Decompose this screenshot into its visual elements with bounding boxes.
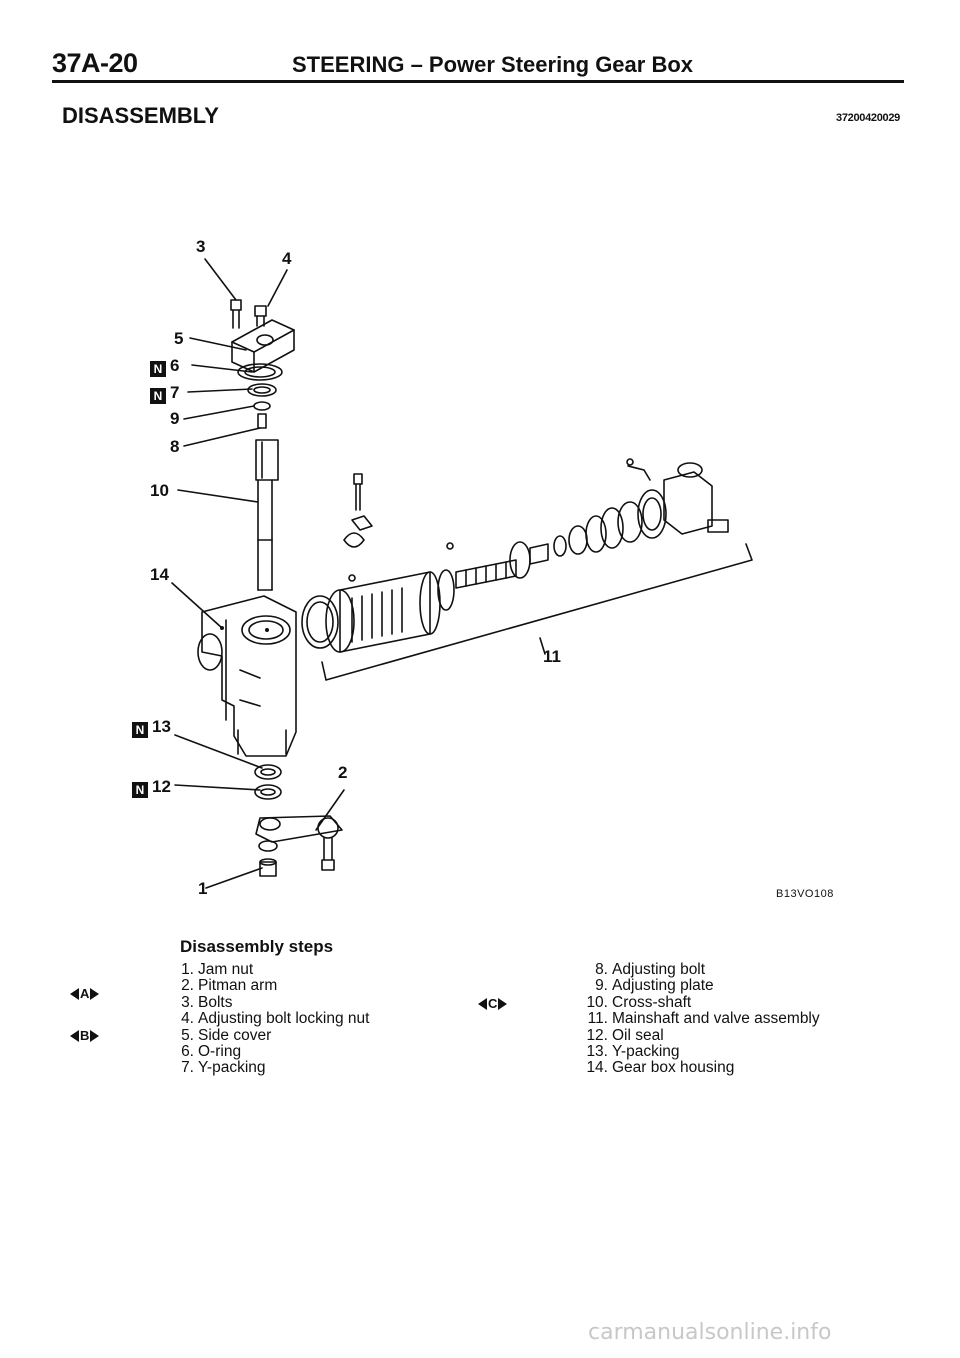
page-number: 37A-20 — [52, 48, 138, 78]
arrow-right-icon — [90, 987, 100, 1000]
list-item: 4.Adjusting bolt locking nut — [172, 1010, 370, 1028]
step-number: 9. — [595, 977, 608, 995]
step-text: Bolts — [198, 993, 233, 1011]
callout-7-number: 7 — [170, 383, 180, 402]
list-item: 3.Bolts — [172, 993, 369, 1011]
step-text: Mainshaft and valve assembly — [612, 1010, 820, 1028]
arrow-right-icon — [498, 997, 508, 1010]
callout-3: 3 — [196, 237, 206, 256]
step-number: 13. — [586, 1043, 608, 1061]
callout-9: 9 — [170, 409, 180, 428]
step-text: Y-packing — [612, 1043, 680, 1061]
arrow-left-icon — [70, 987, 79, 1000]
step-number: 4. — [181, 1010, 194, 1028]
list-item: 10.Cross-shaft — [586, 993, 820, 1011]
step-number: 2. — [181, 977, 194, 995]
header-rule — [52, 80, 904, 83]
list-item: 9.Adjusting plate — [586, 977, 820, 995]
list-item: 11.Mainshaft and valve assembly — [586, 1010, 820, 1028]
callout-13-number: 13 — [152, 717, 171, 736]
new-part-icon: N — [132, 722, 148, 738]
service-point-marker-b: B — [70, 1028, 100, 1043]
step-number: 8. — [595, 961, 608, 978]
page-header-title: STEERING – Power Steering Gear Box — [292, 52, 694, 77]
section-title: DISASSEMBLY — [62, 103, 219, 128]
step-text: Adjusting bolt — [612, 961, 706, 978]
step-text: Pitman arm — [198, 977, 278, 995]
new-part-icon: N — [150, 388, 166, 404]
step-text: O-ring — [198, 1043, 242, 1061]
list-item: 8.Adjusting bolt — [586, 961, 820, 978]
step-text: Y-packing — [198, 1059, 266, 1077]
arrow-left-icon — [478, 997, 487, 1010]
step-text: Gear box housing — [612, 1059, 735, 1077]
arrow-left-icon — [70, 1029, 79, 1042]
list-item: 14.Gear box housing — [586, 1059, 820, 1077]
step-number: 7. — [181, 1059, 194, 1077]
callout-10: 10 — [150, 481, 169, 500]
callout-5: 5 — [174, 329, 184, 348]
list-item: 12.Oil seal — [586, 1026, 820, 1044]
watermark: carmanualsonline.info — [588, 1320, 832, 1345]
step-number: 3. — [181, 993, 194, 1011]
steps-list-left: 1.Jam nut 2.Pitman arm 3.Bolts 4.Adjusti… — [172, 961, 370, 1077]
marker-letter: B — [80, 1028, 90, 1043]
list-item: 1.Jam nut — [172, 961, 369, 978]
step-text: Cross-shaft — [612, 993, 692, 1011]
list-item: 6.O-ring — [172, 1043, 369, 1061]
step-number: 6. — [181, 1043, 194, 1061]
list-item: 2.Pitman arm — [172, 977, 369, 995]
document-id: 37200420029 — [836, 112, 900, 124]
arrow-right-icon — [90, 1029, 100, 1042]
callout-12-number: 12 — [152, 777, 171, 796]
service-point-marker-a: A — [70, 986, 100, 1001]
step-number: 12. — [586, 1026, 608, 1044]
list-item: 7.Y-packing — [172, 1059, 369, 1077]
callout-11: 11 — [543, 647, 561, 666]
marker-letter: C — [488, 996, 498, 1011]
callout-1: 1 — [198, 879, 208, 898]
service-point-marker-c: C — [478, 996, 508, 1011]
steps-list-right: 8.Adjusting bolt 9.Adjusting plate 10.Cr… — [586, 961, 820, 1077]
callout-4: 4 — [282, 249, 292, 268]
step-number: 5. — [181, 1026, 194, 1044]
marker-letter: A — [80, 986, 90, 1001]
step-text: Oil seal — [612, 1026, 664, 1044]
step-text: Side cover — [198, 1026, 272, 1044]
step-text: Adjusting plate — [612, 977, 714, 995]
step-text: Adjusting bolt locking nut — [198, 1010, 370, 1028]
callout-6-number: 6 — [170, 356, 180, 375]
list-item: 13.Y-packing — [586, 1043, 820, 1061]
step-number: 1. — [181, 961, 194, 978]
callout-2: 2 — [338, 763, 348, 782]
callout-14: 14 — [150, 565, 169, 584]
new-part-icon: N — [150, 361, 166, 377]
step-number: 11. — [587, 1010, 608, 1028]
step-text: Jam nut — [198, 961, 254, 978]
callout-8: 8 — [170, 437, 180, 456]
list-item: 5.Side cover — [172, 1026, 369, 1044]
figure-code: B13VO108 — [776, 888, 834, 900]
step-number: 10. — [586, 993, 608, 1011]
step-number: 14. — [586, 1059, 608, 1077]
new-part-icon: N — [132, 782, 148, 798]
steps-heading: Disassembly steps — [180, 937, 334, 956]
